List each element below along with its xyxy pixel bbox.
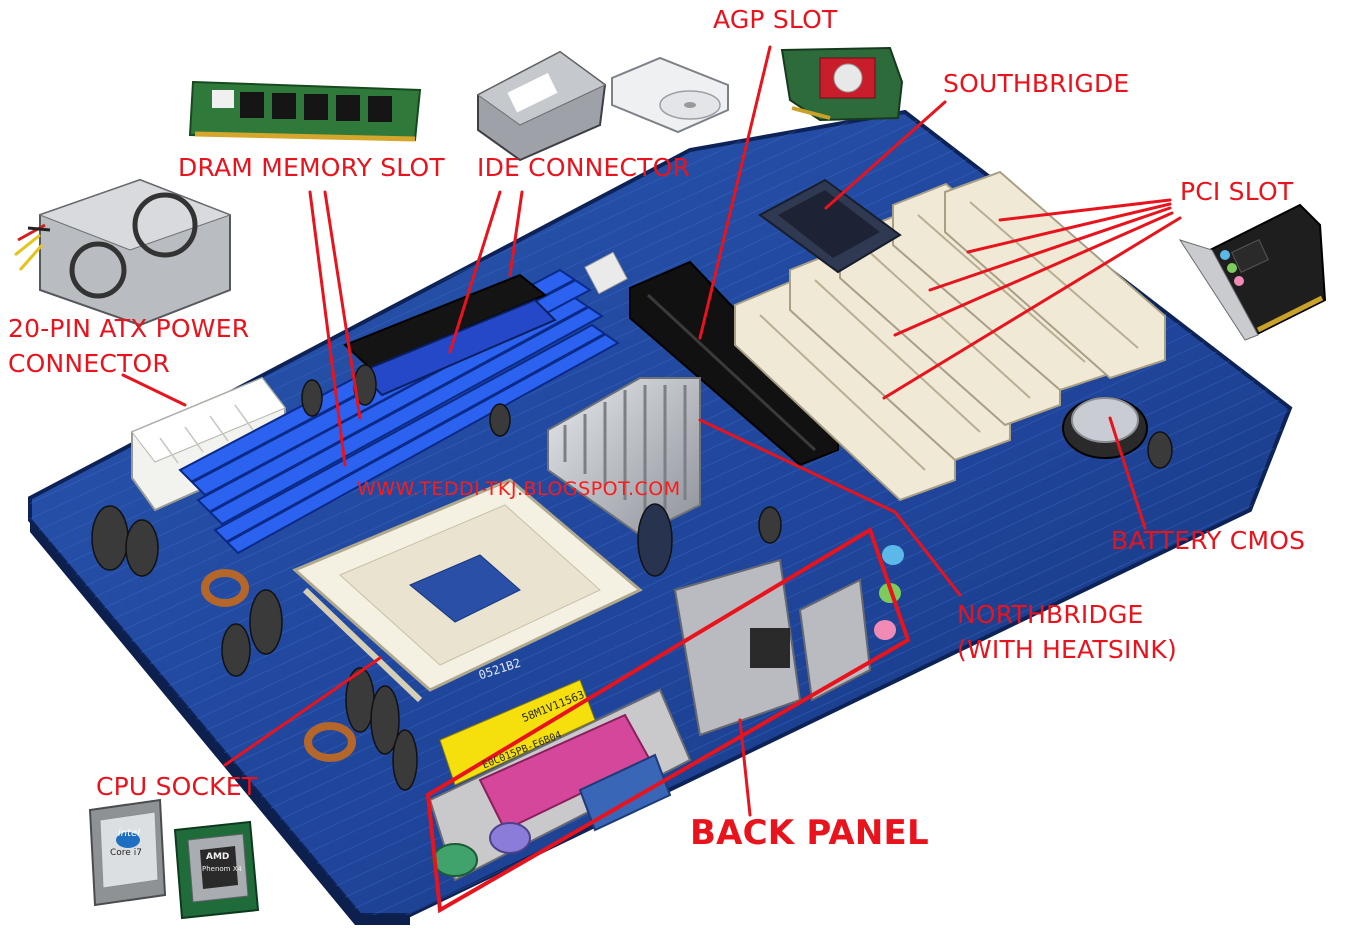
leader-dram-1 (308, 190, 347, 467)
leader-pci-5 (882, 216, 1182, 400)
watermark-url: WWW.TEDDI-TKJ.BLOGSPOT.COM (357, 478, 681, 500)
amd-model-text: Phenom X4 (202, 865, 242, 873)
capacitors (91, 364, 1173, 791)
amd-cpu-image (173, 820, 260, 920)
label-dram-memory-slot: DRAM MEMORY SLOT (178, 153, 445, 182)
back-panel-box (425, 527, 911, 914)
leader-ide-1 (448, 190, 502, 354)
label-northbridge-line1: NORTHBRIDGE (957, 600, 1144, 629)
cmos-battery (1062, 397, 1148, 459)
agp-card-image (780, 46, 904, 122)
ide-connectors (343, 273, 557, 397)
label-atx-power-line2: CONNECTOR (8, 349, 170, 378)
label-southbridge: SOUTHBRIGDE (943, 69, 1130, 98)
intel-cpu-image (88, 798, 167, 907)
amd-brand-text: AMD (206, 852, 230, 862)
label-cpu-socket: CPU SOCKET (96, 772, 258, 801)
leader-dram-2 (323, 190, 362, 420)
label-battery-cmos: BATTERY CMOS (1111, 526, 1306, 555)
label-northbridge-line2: (WITH HEATSINK) (957, 635, 1177, 664)
leader-pci-2 (966, 202, 1172, 254)
pci-card-image (1178, 203, 1327, 341)
leader-pci-1 (998, 198, 1172, 222)
intel-model-text: Core i7 (110, 848, 142, 858)
label-agp-slot: AGP SLOT (713, 5, 838, 34)
label-pci-slot: PCI SLOT (1180, 177, 1294, 206)
leader-agp (698, 45, 772, 340)
leader-lines (121, 45, 1182, 817)
intel-brand-text: intel (118, 828, 140, 839)
coils (201, 569, 356, 762)
leader-pci-3 (928, 206, 1172, 292)
pci-slots (734, 170, 1166, 502)
leader-ide-2 (508, 190, 524, 277)
label-ide-connector: IDE CONNECTOR (477, 153, 691, 182)
southbridge-chip (758, 178, 902, 274)
hard-disk-image (477, 50, 607, 162)
board-sticker (439, 679, 596, 786)
leader-cpu-socket (223, 656, 382, 767)
power-supply-image (14, 178, 232, 327)
leader-northbridge (698, 418, 962, 597)
leader-southbridge (824, 100, 947, 210)
leader-atx-power (121, 373, 187, 407)
label-atx-power-line1: 20-PIN ATX POWER (8, 314, 250, 343)
cpu-socket (292, 478, 643, 703)
leader-battery (1108, 416, 1147, 530)
label-back-panel: BACK PANEL (690, 813, 929, 853)
northbridge-heatsink (547, 377, 701, 537)
optical-drive-image (611, 56, 729, 134)
leader-pci-4 (893, 211, 1174, 337)
agp-slot (629, 260, 839, 467)
ram-module-image (188, 80, 422, 142)
